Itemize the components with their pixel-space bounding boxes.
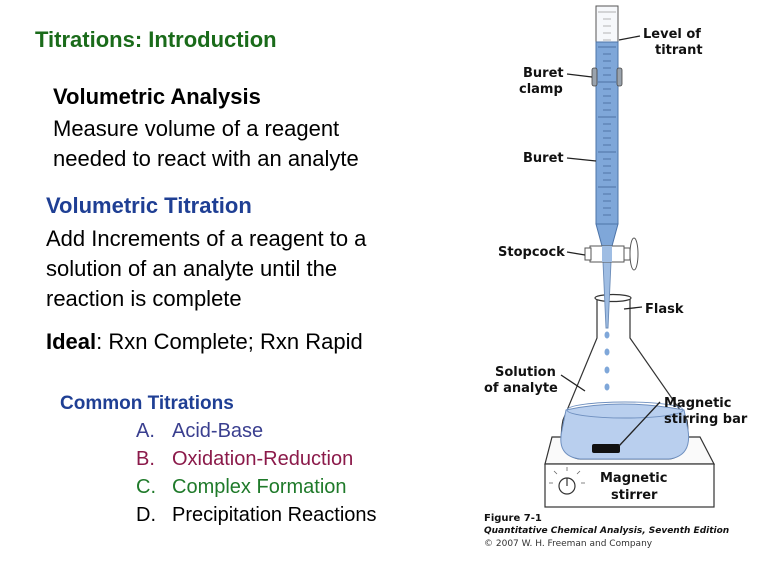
stopcock bbox=[584, 237, 639, 271]
label-solution-of-analyte: Solution bbox=[495, 365, 556, 380]
label-magnetic-stirring-bar-2: stirring bar bbox=[664, 412, 748, 427]
stirring-bar bbox=[592, 444, 620, 453]
ideal-label: Ideal bbox=[46, 329, 97, 354]
ideal-statement: Ideal: Rxn Complete; Rxn Rapid bbox=[46, 329, 363, 355]
titration-item-oxidation-reduction: B. Oxidation-Reduction bbox=[136, 448, 353, 471]
item-text: Precipitation Reactions bbox=[172, 504, 377, 526]
item-text: Acid-Base bbox=[172, 420, 264, 442]
buret-clamp bbox=[591, 67, 623, 87]
item-letter: B. bbox=[136, 448, 155, 470]
figure-copyright: © 2007 W. H. Freeman and Company bbox=[484, 539, 653, 549]
erlenmeyer-flask bbox=[560, 293, 690, 460]
volumetric-titration-heading: Volumetric Titration bbox=[46, 193, 252, 218]
label-buret: Buret bbox=[523, 151, 564, 166]
volumetric-titration-text-line: reaction is complete bbox=[46, 286, 242, 311]
titration-apparatus-figure: Level of titrant Buret clamp Buret Stopc… bbox=[484, 5, 748, 549]
titration-item-precipitation: D. Precipitation Reactions bbox=[136, 504, 377, 527]
label-magnetic-stirrer-2: stirrer bbox=[611, 488, 658, 503]
volumetric-analysis-text-line: Measure volume of a reagent bbox=[53, 116, 340, 141]
volumetric-titration-text-line: solution of an analyte until the bbox=[46, 256, 338, 281]
volumetric-titration-text-line: Add Increments of a reagent to a bbox=[46, 226, 367, 251]
label-leader-lines bbox=[560, 35, 661, 447]
label-level-of-titrant: Level of bbox=[643, 27, 701, 42]
label-level-of-titrant-2: titrant bbox=[655, 43, 703, 58]
label-buret-clamp-2: clamp bbox=[519, 82, 563, 97]
label-flask: Flask bbox=[645, 302, 684, 317]
item-text: Oxidation-Reduction bbox=[172, 448, 354, 470]
titration-item-complex-formation: C. Complex Formation bbox=[136, 476, 347, 499]
common-titrations-heading: Common Titrations bbox=[60, 393, 234, 414]
buret bbox=[595, 5, 619, 329]
figure-number: Figure 7-1 bbox=[484, 513, 542, 524]
titrant-drops bbox=[604, 331, 610, 391]
label-buret-clamp: Buret bbox=[523, 66, 564, 81]
label-solution-of-analyte-2: of analyte bbox=[484, 381, 558, 396]
stirrer-dial-icon bbox=[549, 467, 585, 495]
label-magnetic-stirrer: Magnetic bbox=[600, 471, 667, 486]
titration-item-acid-base: A. Acid-Base bbox=[136, 420, 263, 443]
item-letter: D. bbox=[136, 504, 156, 526]
slide-title: Titrations: Introduction bbox=[35, 27, 277, 52]
volumetric-analysis-text-line: needed to react with an analyte bbox=[53, 146, 359, 171]
figure-book-title: Quantitative Chemical Analysis, Seventh … bbox=[484, 526, 729, 536]
volumetric-analysis-heading: Volumetric Analysis bbox=[53, 84, 261, 109]
ideal-text: : Rxn Complete; Rxn Rapid bbox=[96, 329, 363, 354]
label-magnetic-stirring-bar: Magnetic bbox=[664, 396, 731, 411]
item-text: Complex Formation bbox=[172, 476, 347, 498]
item-letter: A. bbox=[136, 420, 155, 442]
item-letter: C. bbox=[136, 476, 156, 498]
label-stopcock: Stopcock bbox=[498, 245, 565, 260]
